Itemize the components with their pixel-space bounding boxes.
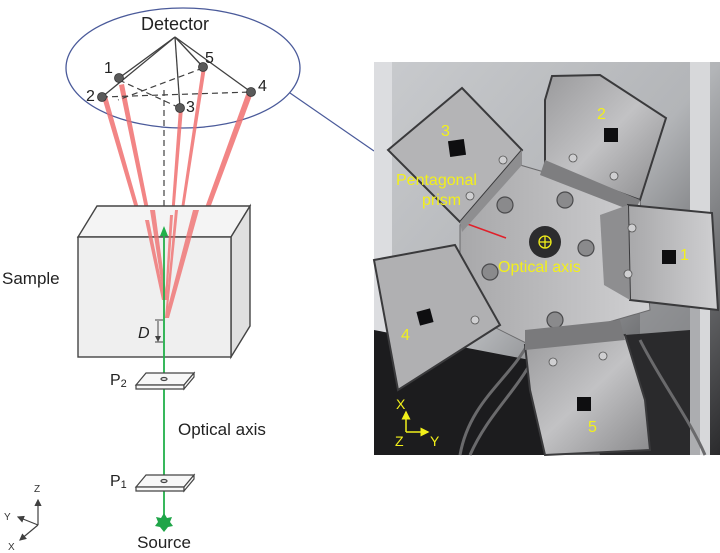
photo-detector-4 <box>372 243 502 392</box>
depth-marker <box>155 319 163 343</box>
pinhole-2-label: P2 <box>110 372 127 390</box>
photo-detector-5 <box>523 320 652 457</box>
axis-y-label: Y <box>4 512 11 523</box>
detector-dot-5 <box>198 62 208 72</box>
detector-photo: 1 2 3 4 5 Pentagonal prism Optical axis … <box>372 62 720 457</box>
photo-axis-z-label: Z <box>395 433 404 449</box>
prism-label-line1: Pentagonal <box>396 172 477 189</box>
photo-number-2: 2 <box>597 106 606 123</box>
axis-z-label: Z <box>34 484 40 495</box>
detector-label: Detector <box>141 14 209 34</box>
detector-number-1: 1 <box>104 60 113 77</box>
source-label: Source <box>137 533 191 552</box>
photo-number-4: 4 <box>401 327 410 344</box>
photo-detector-3 <box>386 86 524 232</box>
beam-arrowhead <box>160 226 168 236</box>
photo-axis-x-label: X <box>396 396 406 412</box>
axis-x-label: X <box>8 542 15 553</box>
detector-frame <box>101 36 252 109</box>
optical-axis-crosshair-icon <box>538 235 552 249</box>
schematic: Detector 1 2 3 4 5 Sample D <box>2 7 375 553</box>
detector-number-2: 2 <box>86 88 95 105</box>
photo-axes <box>401 410 430 437</box>
pinhole-plate-1 <box>134 473 196 493</box>
source-star-icon <box>155 513 173 532</box>
detector-dots <box>97 62 256 113</box>
photo-optical-axis-label: Optical axis <box>498 259 581 276</box>
detector-number-5: 5 <box>205 50 214 67</box>
photo-axis-y-label: Y <box>430 433 440 449</box>
prism-label-line2: prism <box>422 192 461 209</box>
detector-dot-1 <box>114 73 124 83</box>
photo-detector-1 <box>600 203 720 312</box>
detector-dot-4 <box>246 87 256 97</box>
schematic-axes <box>16 498 42 541</box>
pinhole-plate-2 <box>134 371 196 391</box>
sample-label: Sample <box>2 269 60 288</box>
photo-number-3: 3 <box>441 123 450 140</box>
detector-number-4: 4 <box>258 78 267 95</box>
rays-in-sample <box>145 210 199 318</box>
optical-axis-label: Optical axis <box>178 420 266 439</box>
detector-ellipse <box>65 7 301 129</box>
detector-dot-3 <box>175 103 185 113</box>
zoom-connector-line <box>289 92 375 152</box>
photo-detector-2 <box>540 73 668 212</box>
detector-number-3: 3 <box>186 99 195 116</box>
pinhole-1-label: P1 <box>110 473 127 491</box>
depth-label: D <box>138 325 150 342</box>
photo-number-1: 1 <box>680 247 689 264</box>
photo-number-5: 5 <box>588 419 597 436</box>
detector-dot-2 <box>97 92 107 102</box>
prism-pointer-line <box>461 221 507 239</box>
